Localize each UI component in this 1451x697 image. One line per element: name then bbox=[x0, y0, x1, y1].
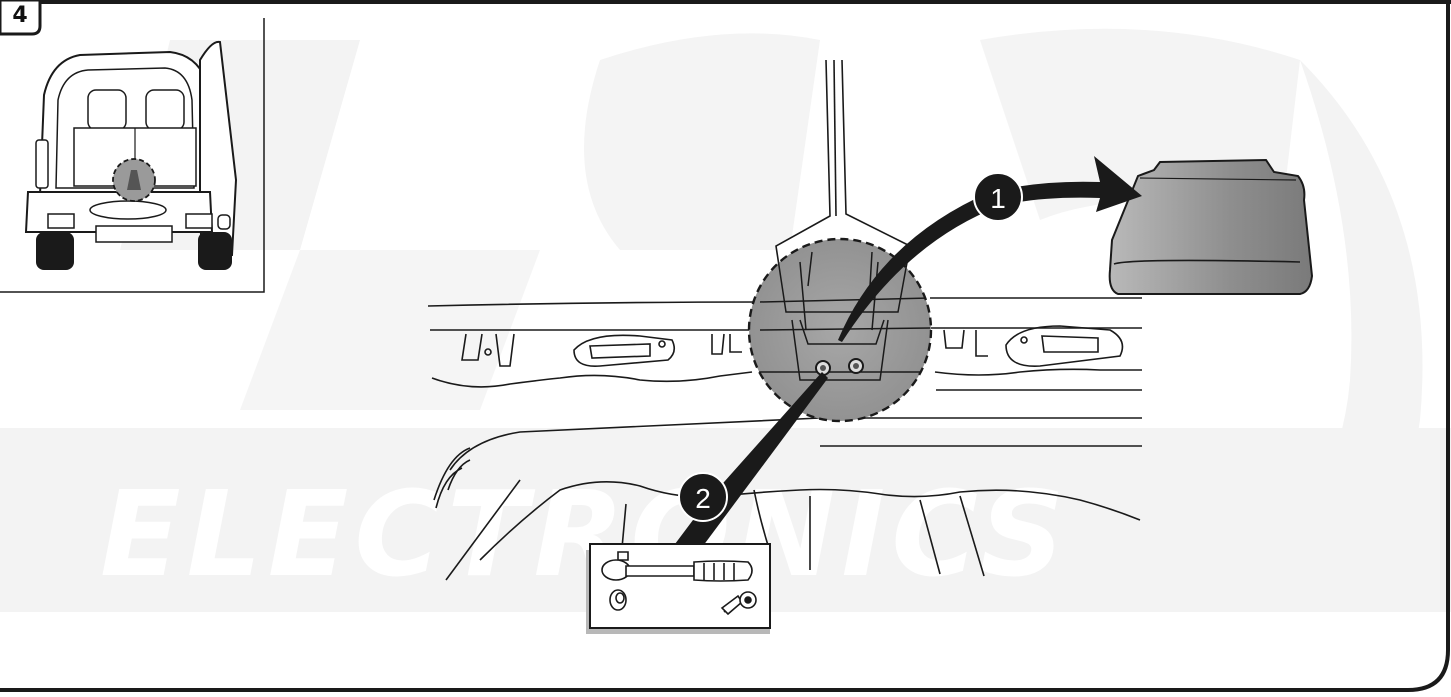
callout-2-label: 2 bbox=[695, 483, 711, 514]
cargo-floor-drawing bbox=[427, 297, 1142, 581]
bolt-icon bbox=[720, 591, 757, 616]
step-number: 4 bbox=[12, 3, 28, 28]
callout-1: 1 bbox=[973, 172, 1023, 222]
inset-vehicle-view bbox=[0, 18, 265, 293]
watermark: ELECTRONICS bbox=[0, 28, 1451, 612]
callout-2: 2 bbox=[678, 472, 728, 522]
zoom-highlight bbox=[747, 237, 933, 423]
watermark-line2: ELECTRONICS bbox=[100, 465, 1071, 603]
socket-icon bbox=[609, 589, 627, 611]
callout-1-label: 1 bbox=[990, 183, 1006, 214]
ratchet-wrench-icon bbox=[601, 551, 753, 582]
tool-box bbox=[586, 543, 771, 634]
removed-cover-part bbox=[1108, 158, 1314, 295]
step-badge bbox=[0, 0, 42, 36]
